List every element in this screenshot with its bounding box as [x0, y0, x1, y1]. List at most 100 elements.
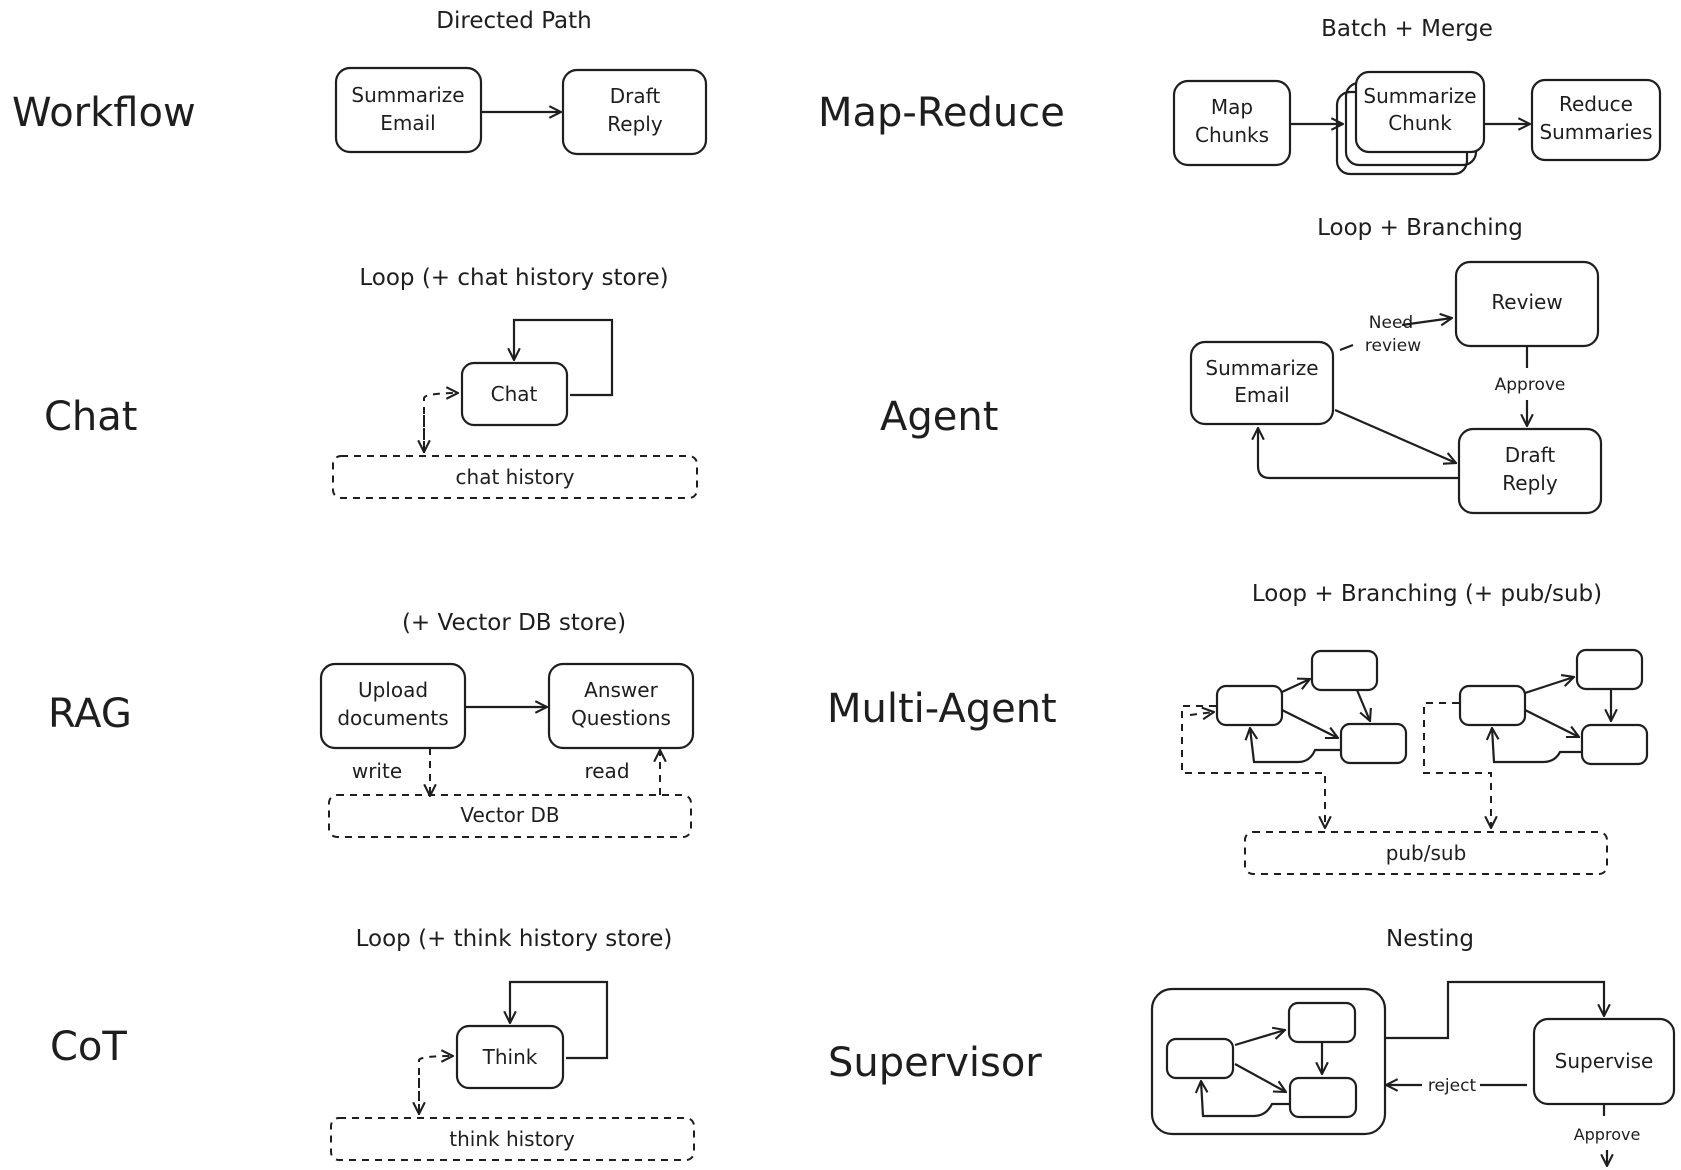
- agent-b-node-1: [1458, 684, 1527, 727]
- chat-section: Chat Loop (+ chat history store) Chat ch…: [44, 265, 698, 499]
- rag-section: RAG (+ Vector DB store) Upload documents…: [48, 610, 695, 838]
- review-node-label: Review: [1491, 290, 1562, 314]
- summarize-email-label-1: Summarize: [351, 83, 464, 107]
- summarize-to-draft-arrow: [1334, 408, 1456, 463]
- nested-node-2: [1287, 1001, 1357, 1044]
- draft-reply-node: [561, 68, 708, 156]
- chat-history-store: [332, 455, 698, 499]
- agent-b-edge-3: [1524, 709, 1579, 737]
- draft-loop-back-arrow: [1258, 428, 1459, 480]
- rag-read-label: read: [584, 759, 629, 783]
- agent-a-node-2: [1310, 649, 1379, 692]
- chat-history-label: chat history: [456, 465, 575, 489]
- chat-subtitle: Loop (+ chat history store): [359, 265, 668, 291]
- agent-a-edge-3: [1281, 709, 1338, 738]
- multi-agent-title: Multi-Agent: [827, 686, 1057, 732]
- chat-node-label: Chat: [491, 382, 538, 406]
- agent-draft-reply-node: [1457, 427, 1603, 515]
- think-node-label: Think: [482, 1045, 538, 1069]
- multi-agent-subtitle: Loop + Branching (+ pub/sub): [1252, 581, 1602, 607]
- rag-write-label: write: [352, 759, 402, 783]
- need-review-label-1: Need: [1369, 313, 1413, 333]
- need-review-arrow-tail: [1339, 343, 1354, 352]
- cot-section: CoT Loop (+ think history store) Think t…: [50, 926, 695, 1161]
- nested-edge-1: [1234, 1030, 1285, 1047]
- summarize-chunk-node: [1354, 70, 1486, 154]
- multi-agent-section: Multi-Agent Loop + Branching (+ pub/sub)…: [827, 581, 1649, 875]
- agent-b-pubsub-arrow: [1423, 702, 1491, 828]
- summarize-email-label-2: Email: [380, 111, 436, 135]
- container-to-supervise-arrow: [1385, 980, 1604, 1040]
- draft-reply-label-1: Draft: [610, 84, 661, 108]
- nested-agent-container: [1150, 987, 1387, 1136]
- need-review-arrow: [1401, 318, 1452, 325]
- chat-store-read-arrow: [423, 393, 458, 453]
- supervisor-approve-label: Approve: [1574, 1125, 1641, 1144]
- agent-b-loop-edge: [1492, 728, 1582, 764]
- summarize-chunk-label-2: Chunk: [1388, 111, 1452, 135]
- cot-store-read-arrow: [418, 1056, 453, 1114]
- think-loop-arrow: [510, 980, 609, 1060]
- agent-b-node-2: [1575, 648, 1644, 691]
- reduce-summaries-node: [1530, 78, 1662, 162]
- nested-loop-edge: [1201, 1081, 1290, 1118]
- reduce-summaries-label-1: Reduce: [1559, 92, 1633, 116]
- agent-a-edge-1: [1281, 679, 1310, 693]
- chat-title: Chat: [44, 394, 137, 440]
- upload-documents-label-1: Upload: [358, 678, 428, 702]
- map-chunks-label-1: Map: [1211, 95, 1253, 119]
- think-node: [455, 1024, 565, 1090]
- supervisor-subtitle: Nesting: [1386, 926, 1474, 952]
- map-reduce-subtitle: Batch + Merge: [1321, 16, 1493, 42]
- summarize-email-node: [334, 66, 483, 154]
- agent-a-node-1: [1215, 684, 1284, 727]
- supervise-node-label: Supervise: [1555, 1049, 1654, 1073]
- agent-b-node-3: [1580, 723, 1649, 766]
- agent-a-pubsub-arrow: [1181, 705, 1325, 828]
- pub-sub-label: pub/sub: [1386, 841, 1467, 865]
- agent-section: Agent Loop + Branching Summarize Email R…: [880, 215, 1603, 515]
- chat-node: [460, 361, 569, 427]
- agent-b-edge-1: [1524, 677, 1574, 695]
- rag-subtitle: (+ Vector DB store): [402, 610, 626, 636]
- agent-summarize-email-node: [1189, 340, 1335, 426]
- supervisor-title: Supervisor: [828, 1040, 1042, 1086]
- answer-questions-node: [547, 662, 695, 750]
- agent-a-loop-edge: [1250, 728, 1341, 764]
- workflow-section: Workflow Directed Path Summarize Email D…: [12, 8, 708, 156]
- answer-questions-label-2: Questions: [571, 706, 671, 730]
- agent-title: Agent: [880, 394, 998, 440]
- vector-db-store: [328, 794, 692, 838]
- map-reduce-section: Map-Reduce Batch + Merge Map Chunks Summ…: [818, 16, 1662, 176]
- summarize-chunk-label-1: Summarize: [1363, 84, 1476, 108]
- nested-node-3: [1288, 1076, 1358, 1119]
- workflow-title: Workflow: [12, 90, 196, 136]
- vector-db-label: Vector DB: [460, 803, 559, 827]
- reduce-summaries-label-2: Summaries: [1539, 120, 1652, 144]
- pub-sub-store: [1244, 831, 1608, 875]
- map-reduce-title: Map-Reduce: [818, 90, 1065, 136]
- map-chunks-label-2: Chunks: [1195, 123, 1269, 147]
- answer-questions-label-1: Answer: [584, 678, 658, 702]
- think-history-label: think history: [449, 1127, 575, 1151]
- agent-a-node-3: [1339, 722, 1408, 765]
- nested-node-1: [1165, 1037, 1235, 1080]
- draft-reply-label-2: Reply: [607, 112, 663, 136]
- supervisor-section: Supervisor Nesting Supervise reject Appr…: [828, 926, 1676, 1166]
- rag-title: RAG: [48, 691, 132, 737]
- agent-subtitle: Loop + Branching: [1317, 215, 1523, 241]
- agent-a-edge-2: [1355, 689, 1370, 721]
- cot-subtitle: Loop (+ think history store): [356, 926, 673, 952]
- think-history-store: [330, 1117, 695, 1161]
- supervisor-reject-label: reject: [1428, 1076, 1477, 1096]
- agent-a-pubsub-read: [1189, 712, 1214, 715]
- nested-edge-3: [1234, 1063, 1286, 1092]
- need-review-label-2: review: [1365, 336, 1421, 356]
- agent-draft-label-2: Reply: [1502, 471, 1558, 495]
- agent-draft-label-1: Draft: [1505, 443, 1556, 467]
- workflow-subtitle: Directed Path: [436, 8, 591, 34]
- agent-summarize-label-1: Summarize: [1205, 356, 1318, 380]
- agent-approve-label: Approve: [1495, 375, 1566, 395]
